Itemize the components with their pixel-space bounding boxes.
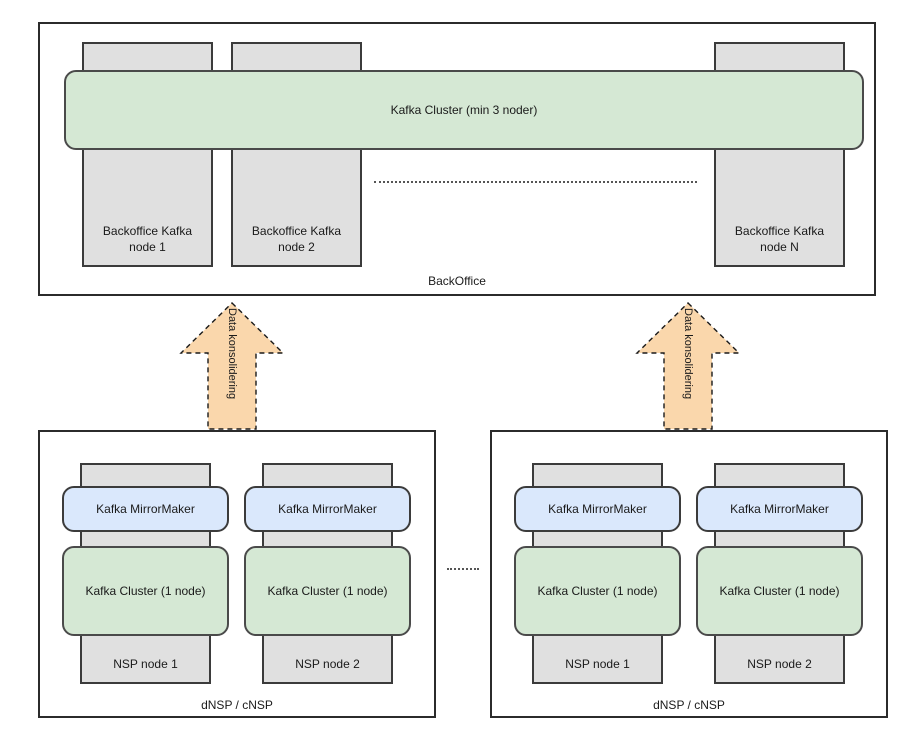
nsp-group-1-cluster-2-label: Kafka Cluster (1 node) — [267, 584, 388, 598]
nsp-group-1-mirrormaker-2: Kafka MirrorMaker — [244, 486, 411, 532]
nsp-group-2: NSP node 1 Kafka MirrorMaker Kafka Clust… — [490, 430, 888, 718]
nsp-group-2-mirrormaker-2: Kafka MirrorMaker — [696, 486, 863, 532]
data-consolidation-arrow-left: Data konsolidering — [178, 300, 286, 431]
arrow-up-icon — [179, 302, 285, 430]
nsp-group-2-mirrormaker-2-label: Kafka MirrorMaker — [730, 502, 829, 516]
backoffice-kafka-cluster-label: Kafka Cluster (min 3 noder) — [390, 103, 538, 117]
nsp-group-1-cluster-1: Kafka Cluster (1 node) — [62, 546, 229, 636]
nsp-group-2-node-1-label: NSP node 1 — [565, 657, 630, 671]
nsp-group-2-cluster-1-label: Kafka Cluster (1 node) — [537, 584, 658, 598]
backoffice-group: Backoffice Kafka node 1 Backoffice Kafka… — [38, 22, 876, 296]
nsp-group-2-mirrormaker-1: Kafka MirrorMaker — [514, 486, 681, 532]
backoffice-node-2-label: Backoffice Kafka node 2 — [251, 224, 342, 254]
backoffice-nodes-ellipsis — [374, 181, 697, 183]
nsp-group-2-node-2-label: NSP node 2 — [747, 657, 812, 671]
nsp-group-1-mirrormaker-1: Kafka MirrorMaker — [62, 486, 229, 532]
nsp-groups-ellipsis — [447, 568, 479, 570]
arrow-up-icon — [635, 302, 741, 430]
backoffice-kafka-cluster: Kafka Cluster (min 3 noder) — [64, 70, 864, 150]
nsp-group-1-cluster-1-label: Kafka Cluster (1 node) — [85, 584, 206, 598]
nsp-group-1-node-2-label: NSP node 2 — [295, 657, 360, 671]
nsp-group-1-label: dNSP / cNSP — [201, 698, 273, 712]
data-consolidation-arrow-right-label: Data konsolidering — [682, 308, 694, 400]
nsp-group-1-node-1-label: NSP node 1 — [113, 657, 178, 671]
data-consolidation-arrow-left-label: Data konsolidering — [226, 308, 238, 400]
data-consolidation-arrow-right: Data konsolidering — [634, 300, 742, 431]
backoffice-group-label: BackOffice — [428, 274, 486, 288]
nsp-group-2-cluster-2-label: Kafka Cluster (1 node) — [719, 584, 840, 598]
nsp-group-1-cluster-2: Kafka Cluster (1 node) — [244, 546, 411, 636]
nsp-group-1-mirrormaker-2-label: Kafka MirrorMaker — [278, 502, 377, 516]
nsp-group-2-cluster-2: Kafka Cluster (1 node) — [696, 546, 863, 636]
nsp-group-1: NSP node 1 Kafka MirrorMaker Kafka Clust… — [38, 430, 436, 718]
nsp-group-2-cluster-1: Kafka Cluster (1 node) — [514, 546, 681, 636]
backoffice-node-1-label: Backoffice Kafka node 1 — [102, 224, 193, 254]
nsp-group-2-label: dNSP / cNSP — [653, 698, 725, 712]
nsp-group-2-mirrormaker-1-label: Kafka MirrorMaker — [548, 502, 647, 516]
backoffice-node-n-label: Backoffice Kafka node N — [734, 224, 825, 254]
nsp-group-1-mirrormaker-1-label: Kafka MirrorMaker — [96, 502, 195, 516]
